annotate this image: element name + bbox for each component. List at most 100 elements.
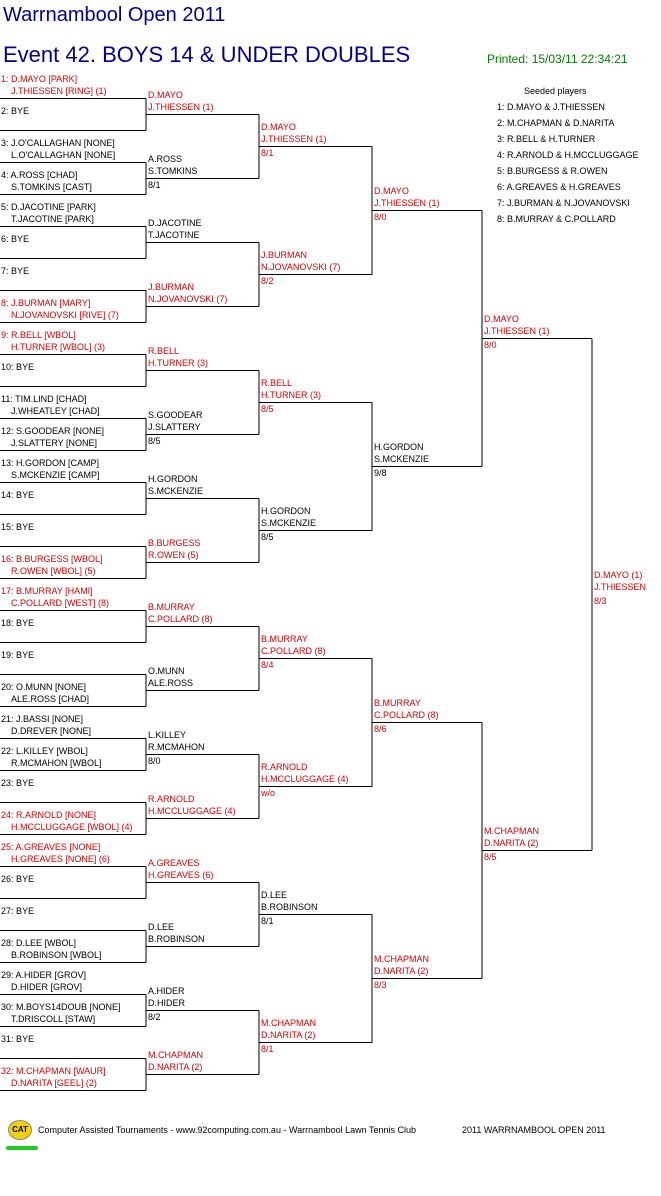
winner-player1: B.MURRAY — [148, 601, 195, 612]
winner-player2: S.TOMKINS — [148, 165, 198, 176]
seeded-player-entry: 1: D.MAYO & J.THIESSEN — [497, 102, 605, 112]
draw-entry-player1: 17: B.MURRAY [HAMI] — [1, 585, 93, 596]
winner-player1: O.MUNN — [148, 665, 185, 676]
draw-entry-player2: ALE.ROSS [CHAD] — [11, 693, 90, 704]
draw-entry-player1: 21: J.BASSI [NONE] — [1, 713, 84, 724]
cat-logo-underline — [6, 1146, 38, 1150]
draw-entry-player1: 24: R.ARNOLD [NONE] — [1, 809, 97, 820]
winner-player2: H.TURNER (3) — [148, 357, 208, 368]
winner-player1: R.ARNOLD — [261, 761, 308, 772]
match-score: 8/0 — [148, 755, 161, 766]
winner-player2: H.TURNER (3) — [261, 389, 321, 400]
winner-player2: D.NARITA (2) — [484, 837, 539, 848]
seeded-player-entry: 3: R.BELL & H.TURNER — [497, 134, 596, 144]
match-score: w/o — [261, 787, 276, 798]
winner-player1: M.CHAPMAN — [148, 1049, 204, 1060]
draw-entry-player2: B.ROBINSON [WBOL] — [11, 949, 102, 960]
seeded-player-entry: 2: M.CHAPMAN & D.NARITA — [497, 118, 615, 128]
winner-player1: D.MAYO — [148, 89, 183, 100]
draw-entry-player1: 9: R.BELL [WBOL] — [1, 329, 76, 340]
match-score: 8/1 — [261, 915, 274, 926]
draw-entry-player1: 5: D.JACOTINE [PARK] — [1, 201, 96, 212]
draw-entry-player1: 30: M.BOYS14DOUB [NONE] — [1, 1001, 121, 1012]
winner-player1: R.ARNOLD — [148, 793, 195, 804]
match-score: 8/5 — [484, 851, 497, 862]
draw-entry-player1: 32: M.CHAPMAN [WAUR] — [1, 1065, 106, 1076]
seeded-player-entry: 8: B.MURRAY & C.POLLARD — [497, 214, 616, 224]
draw-entry-player1: 29: A.HIDER [GROV] — [1, 969, 87, 980]
winner-player1: B.MURRAY — [261, 633, 308, 644]
seeded-players-heading: Seeded players — [524, 86, 587, 96]
winner-player1: D.LEE — [148, 921, 175, 932]
winner-player2: H.MCCLUGGAGE (4) — [148, 805, 236, 816]
match-score: 8/1 — [261, 147, 274, 158]
winner-player2: J.THIESSEN (1) — [148, 101, 214, 112]
winner-player1: D.LEE — [261, 889, 288, 900]
winner-player1: M.CHAPMAN — [261, 1017, 317, 1028]
draw-entry-player1: 4: A.ROSS [CHAD] — [1, 169, 78, 180]
draw-entry-player1: 18: BYE — [1, 617, 35, 628]
winner-player2: R.OWEN (5) — [148, 549, 199, 560]
draw-entry-player1: 6: BYE — [1, 233, 30, 244]
seeded-player-entry: 4: R.ARNOLD & H.MCCLUGGAGE — [497, 150, 639, 160]
draw-entry-player2: N.JOVANOVSKI [RIVE] (7) — [11, 309, 119, 320]
match-score: 8/1 — [261, 1043, 274, 1054]
draw-entry-player2: H.TURNER [WBOL] (3) — [11, 341, 106, 352]
match-score: 8/5 — [261, 403, 274, 414]
winner-player1: S.GOODEAR — [148, 409, 203, 420]
match-score: 8/0 — [484, 339, 497, 350]
draw-entry-player1: 7: BYE — [1, 265, 30, 276]
winner-player2: D.HIDER — [148, 997, 186, 1008]
draw-entry-player1: 27: BYE — [1, 905, 35, 916]
draw-entry-player1: 19: BYE — [1, 649, 35, 660]
draw-entry-player2: J.WHEATLEY [CHAD] — [11, 405, 100, 416]
draw-entry-player1: 16: B.BURGESS [WBOL] — [1, 553, 103, 564]
draw-entry-player1: 12: S.GOODEAR [NONE] — [1, 425, 105, 436]
draw-entry-player1: 25: A.GREAVES [NONE] — [1, 841, 101, 852]
match-score: 8/0 — [374, 211, 387, 222]
winner-player1: A.GREAVES — [148, 857, 200, 868]
draw-entry-player1: 23: BYE — [1, 777, 35, 788]
winner-player1: J.BURMAN — [148, 281, 195, 292]
match-score: 8/6 — [374, 723, 387, 734]
draw-entry-player2: H.GREAVES [NONE] (6) — [11, 853, 110, 864]
draw-entry-player1: 2: BYE — [1, 105, 30, 116]
match-score: 8/1 — [148, 179, 161, 190]
draw-entry-player1: 8: J.BURMAN [MARY] — [1, 297, 91, 308]
seeded-player-entry: 5: B.BURGESS & R.OWEN — [497, 166, 608, 176]
draw-entry-player1: 22: L.KILLEY [WBOL] — [1, 745, 88, 756]
draw-entry-player1: 14: BYE — [1, 489, 35, 500]
winner-player2: C.POLLARD (8) — [374, 709, 439, 720]
match-score: 9/8 — [374, 467, 387, 478]
winner-player2: ALE.ROSS — [148, 677, 194, 688]
draw-entry-player2: J.SLATTERY [NONE] — [11, 437, 98, 448]
seeded-player-entry: 7: J.BURMAN & N.JOVANOVSKI — [497, 198, 630, 208]
draw-entry-player2: S.TOMKINS [CAST] — [11, 181, 92, 192]
draw-entry-player2: S.MCKENZIE [CAMP] — [11, 469, 100, 480]
event-title: Event 42. BOYS 14 & UNDER DOUBLES — [3, 42, 411, 67]
cat-logo-icon: CAT — [8, 1120, 32, 1140]
winner-player1: J.BURMAN — [261, 249, 308, 260]
tournament-title: Warrnambool Open 2011 — [3, 4, 226, 26]
winner-player2: T.JACOTINE — [148, 229, 200, 240]
winner-player2: N.JOVANOVSKI (7) — [261, 261, 341, 272]
draw-entry-player1: 28: D.LEE [WBOL] — [1, 937, 77, 948]
match-score: 8/3 — [374, 979, 387, 990]
winner-player2: N.JOVANOVSKI (7) — [148, 293, 228, 304]
draw-entry-player1: 3: J.O'CALLAGHAN [NONE] — [1, 137, 115, 148]
winner-player1: M.CHAPMAN — [484, 825, 540, 836]
winner-player1: D.JACOTINE — [148, 217, 202, 228]
winner-player2: S.MCKENZIE — [148, 485, 204, 496]
winner-player2: J.THIESSEN (1) — [374, 197, 440, 208]
draw-entry-player2: T.DRISCOLL [STAW] — [11, 1013, 96, 1024]
draw-entry-player1: 31: BYE — [1, 1033, 35, 1044]
draw-entry-player1: 20: O.MUNN [NONE] — [1, 681, 87, 692]
winner-player2: S.MCKENZIE — [261, 517, 317, 528]
draw-entry-player2: R.OWEN [WBOL] (5) — [11, 565, 96, 576]
winner-player1: B.BURGESS — [148, 537, 201, 548]
draw-entry-player2: D.HIDER [GROV] — [11, 981, 83, 992]
draw-entry-player1: 11: TIM.LIND [CHAD] — [1, 393, 87, 404]
draw-entry-player2: J.THIESSEN [RING] (1) — [11, 85, 107, 96]
winner-player2: C.POLLARD (8) — [148, 613, 213, 624]
